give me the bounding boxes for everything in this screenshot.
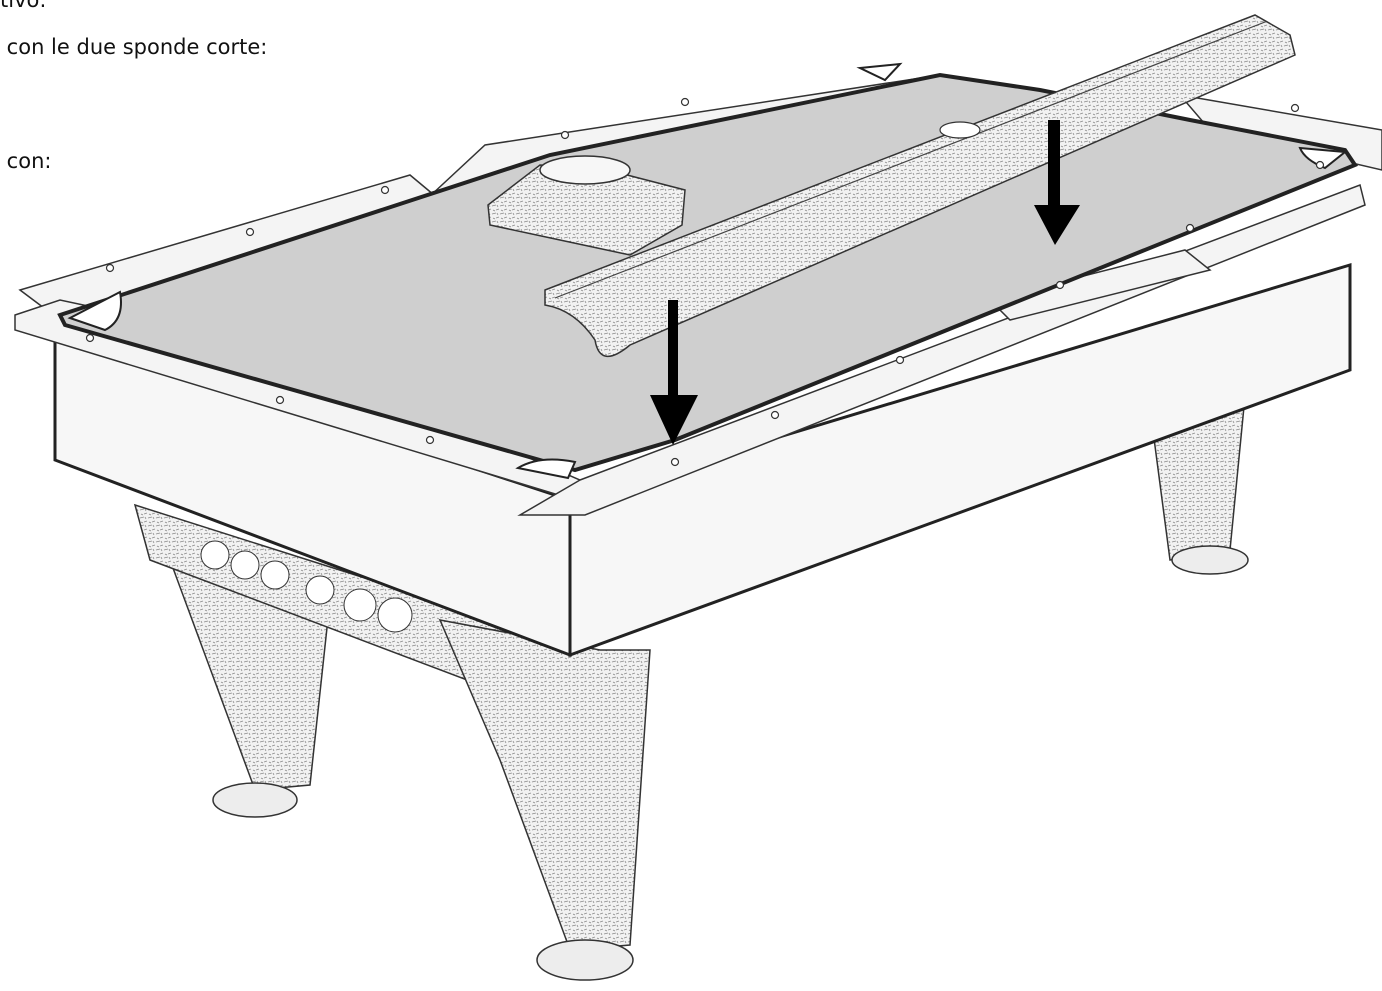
rail-middle-right [988,249,1212,321]
table-body [53,262,1352,658]
pocket-front-left [67,290,122,332]
foot-front-left [212,782,298,818]
rail-cushion [544,14,1296,357]
leg-front-right [438,619,651,951]
foot-back-right [1171,545,1249,575]
apron-side [568,262,1352,658]
instruction-text-3: con: [0,149,52,173]
ball-rack [487,155,686,256]
instruction-text-2: con le due sponde corte: [0,35,268,59]
pocket-front-middle [515,458,577,480]
balls-in-return [200,540,413,633]
pocket-back-middle [856,62,903,82]
instruction-text-1: tivo: [0,0,47,12]
down-arrow-icon [650,300,698,445]
table-front-legs [133,503,651,981]
rail-markers [85,97,1325,467]
down-arrow-icon [1034,120,1080,245]
pocket-back-right [1298,146,1348,170]
pockets [67,62,1348,480]
foot-front-right [536,939,634,981]
